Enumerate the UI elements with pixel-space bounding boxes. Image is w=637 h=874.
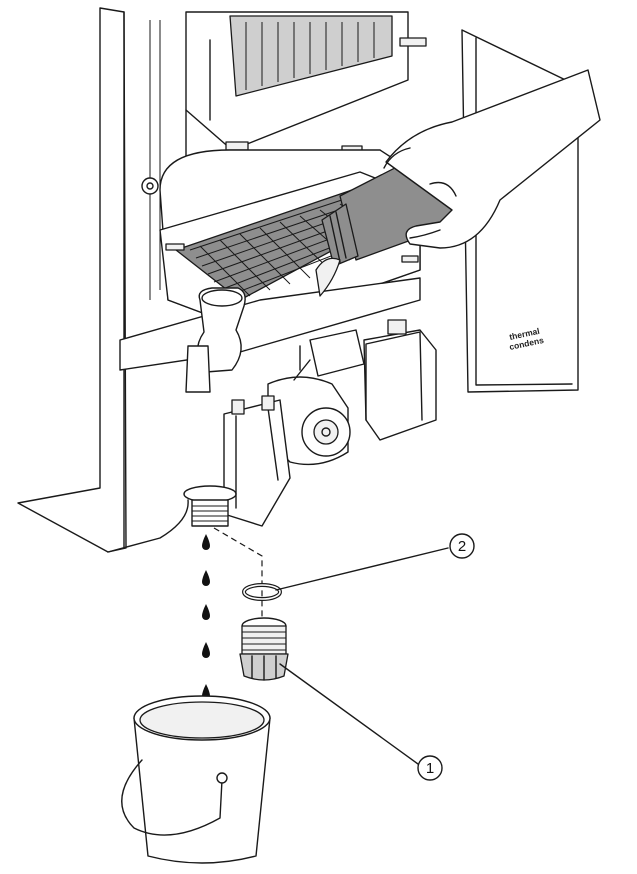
top-right-bolt bbox=[399, 37, 427, 47]
bucket-inside bbox=[139, 701, 265, 739]
cabinet-bottom-edge bbox=[107, 499, 189, 553]
circulation-pump bbox=[223, 376, 351, 527]
valve-body bbox=[309, 329, 365, 377]
siphon-pipe bbox=[185, 345, 211, 393]
valve-connector bbox=[387, 319, 407, 335]
gas-valve bbox=[293, 319, 437, 441]
drain-filter bbox=[239, 617, 289, 681]
callout-2-label: 2 bbox=[458, 538, 466, 555]
filter-base-ribs bbox=[251, 655, 277, 681]
hand-fingers bbox=[383, 147, 457, 239]
callout-1-leader bbox=[279, 663, 419, 765]
heat-exchanger-top bbox=[185, 11, 427, 201]
outlet-thread-lines bbox=[192, 505, 228, 522]
callout-2-circle bbox=[449, 533, 475, 559]
pump-motor-cap bbox=[313, 419, 339, 445]
exchanger-fins bbox=[229, 15, 393, 97]
filter-thread-lines bbox=[242, 631, 286, 651]
callout-2-leader bbox=[275, 547, 449, 591]
pump-motor-center bbox=[321, 427, 331, 437]
hand bbox=[385, 69, 601, 249]
bucket-body bbox=[133, 717, 271, 864]
siphon-cup-top bbox=[201, 289, 243, 307]
drain-outlet bbox=[183, 485, 237, 527]
housing-bolt-right bbox=[401, 255, 419, 263]
pump-connector-a bbox=[231, 399, 245, 415]
bottle-neck-rings bbox=[329, 211, 347, 263]
outlet-thread bbox=[191, 499, 229, 527]
exchanger-fin-lines bbox=[245, 22, 375, 90]
callout-1-circle bbox=[417, 755, 443, 781]
callout-2: 2 bbox=[449, 533, 475, 559]
water-drop-1 bbox=[202, 534, 210, 550]
bucket-handle bbox=[121, 759, 223, 836]
water-drop-2 bbox=[202, 570, 210, 586]
o-ring-highlight bbox=[243, 584, 281, 600]
mid-bolt bbox=[225, 141, 249, 151]
bucket-handle-pivot bbox=[216, 772, 228, 784]
burner-mesh-pattern bbox=[189, 193, 399, 297]
water-drop-4 bbox=[202, 642, 210, 658]
cabinet-inner-rail bbox=[149, 20, 161, 300]
valve-pipe bbox=[293, 345, 311, 381]
mount-bolt-center bbox=[146, 182, 154, 190]
hand-with-bottle bbox=[315, 69, 601, 297]
water-drop-3 bbox=[202, 604, 210, 620]
lower-frame bbox=[119, 277, 421, 393]
o-ring bbox=[242, 583, 282, 601]
pump-control-box bbox=[223, 399, 291, 527]
valve-control-box bbox=[363, 329, 437, 441]
housing-bolt-left bbox=[165, 243, 185, 251]
pump-connector-b bbox=[261, 395, 275, 411]
callout-1: 1 bbox=[417, 755, 443, 781]
bucket bbox=[121, 695, 271, 864]
callout-1-label: 1 bbox=[426, 760, 434, 777]
pouring-stream bbox=[315, 257, 341, 297]
valve-box-edges bbox=[365, 331, 423, 421]
assembly-dashed-line bbox=[213, 527, 263, 624]
boiler-cabinet bbox=[17, 7, 189, 553]
cabinet-side-panel bbox=[17, 7, 127, 553]
